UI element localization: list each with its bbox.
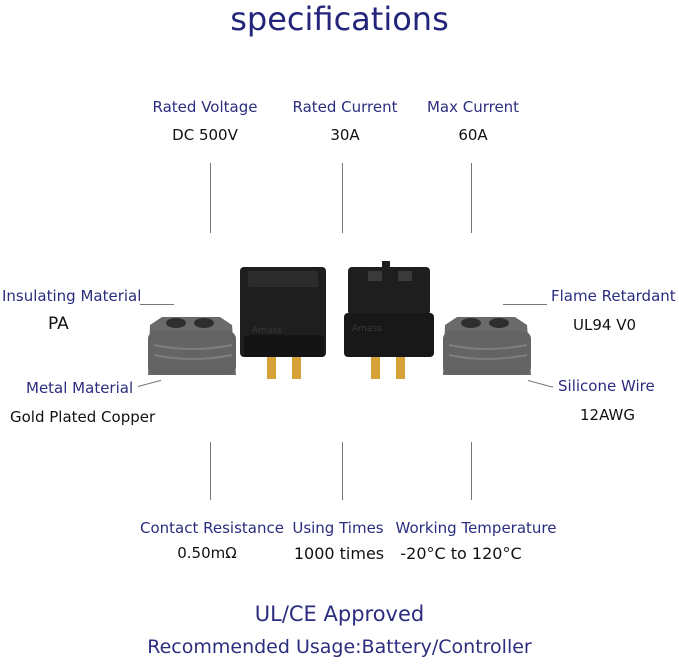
rated-current-value: 30A [330, 126, 360, 144]
leader-line [503, 304, 547, 305]
approval-text: UL/CE Approved [254, 602, 425, 626]
rated-voltage-label: Rated Voltage [152, 98, 258, 116]
metal-material-label: Metal Material [26, 379, 134, 397]
leader-line [210, 442, 211, 500]
max-current-label: Max Current [426, 98, 520, 116]
max-current-value: 60A [458, 126, 488, 144]
rated-voltage-value: DC 500V [172, 126, 238, 144]
contact-resistance-label: Contact Resistance [140, 519, 284, 537]
insulating-material-value: PA [48, 314, 69, 334]
leader-line [140, 304, 174, 305]
usage-text: Recommended Usage:Battery/Controller [147, 636, 532, 658]
female-connector-image: Amass [344, 261, 434, 379]
male-brand-mark: Amass [252, 326, 282, 336]
flame-retardant-value: UL94 V0 [573, 316, 636, 334]
female-brand-mark: Amass [352, 324, 382, 334]
contact-resistance-value: 0.50mΩ [177, 544, 237, 562]
male-connector-image: Amass [240, 267, 326, 379]
working-temperature-label: Working Temperature [395, 519, 557, 537]
leader-line [471, 163, 472, 233]
silicone-wire-value: 12AWG [580, 406, 635, 424]
leader-line [471, 442, 472, 500]
silicone-wire-label: Silicone Wire [558, 377, 655, 395]
rated-current-label: Rated Current [292, 98, 398, 116]
insulating-material-label: Insulating Material [2, 287, 142, 305]
metal-material-value: Gold Plated Copper [10, 408, 156, 426]
leader-line [342, 442, 343, 500]
right-cover-image [443, 317, 531, 375]
leader-line [210, 163, 211, 233]
working-temperature-value: -20°C to 120°C [400, 544, 522, 563]
connector-illustration: Amass Amass [148, 261, 531, 379]
page-title: specifications [230, 0, 449, 38]
flame-retardant-label: Flame Retardant [551, 287, 676, 305]
leader-line [342, 163, 343, 233]
using-times-label: Using Times [292, 519, 384, 537]
using-times-value: 1000 times [293, 544, 385, 563]
left-cover-image [148, 317, 236, 375]
